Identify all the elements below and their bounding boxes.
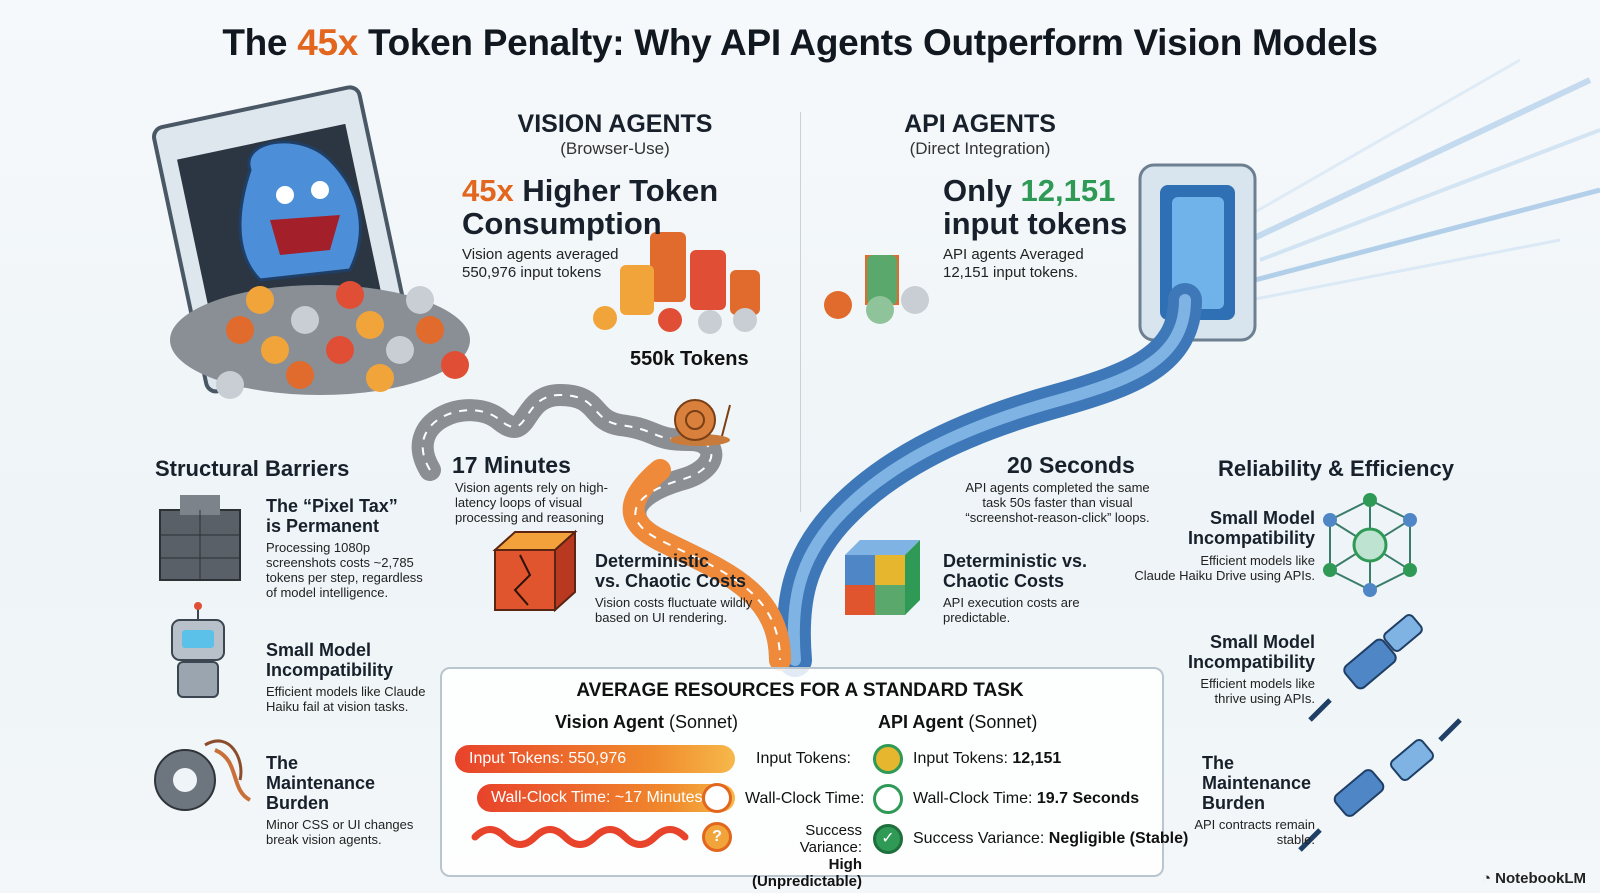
brick-cube-icon xyxy=(159,495,241,581)
vision-col-header: Vision Agent (Sonnet) xyxy=(555,712,739,732)
barriers-heading: Structural Barriers xyxy=(155,456,350,481)
api-wall-clock: Wall-Clock Time: 19.7 Seconds xyxy=(913,790,1140,807)
gear-broken-icon xyxy=(154,739,252,811)
cracked-cube-icon xyxy=(492,529,578,613)
network-nodes xyxy=(1323,493,1417,597)
api-col-header: API Agent (Sonnet) xyxy=(878,712,1038,732)
snail-icon xyxy=(670,399,731,446)
api-heading: API AGENTS xyxy=(904,110,1056,138)
question-icon: ? xyxy=(702,822,732,852)
robot-icon xyxy=(171,602,225,698)
logo-icon: ◔ xyxy=(1481,870,1496,887)
coin-pile-icon xyxy=(170,281,470,399)
api-subheading: (Direct Integration) xyxy=(909,139,1051,158)
vision-time-heading: 17 Minutes xyxy=(452,452,571,478)
api-coin-stacks-icon xyxy=(824,255,929,324)
vision-time-desc: Vision agents rely on high-latency loops… xyxy=(455,480,608,525)
plug-connect-icon xyxy=(1308,614,1423,722)
api-time-heading: 20 Seconds xyxy=(1007,452,1135,478)
vision-subheading: (Browser-Use) xyxy=(560,139,670,158)
clock-icon-api xyxy=(873,784,903,814)
variance-wave xyxy=(471,826,689,848)
plug-disconnect-icon xyxy=(1298,718,1462,852)
coin-stacks-icon xyxy=(593,232,760,334)
row-label-input-tokens: Input Tokens: xyxy=(756,750,851,767)
api-variance: Success Variance: Negligible (Stable) xyxy=(913,830,1189,847)
barrier-pixel-tax-title: The “Pixel Tax”is Permanent xyxy=(266,496,398,536)
api-input-tokens: Input Tokens: 12,151 xyxy=(913,750,1062,767)
row-label-variance: Success Variance:High (Unpredictable) xyxy=(751,822,862,890)
speed-lines xyxy=(1248,58,1600,302)
resources-heading: AVERAGE RESOURCES FOR A STANDARD TASK xyxy=(576,680,1024,701)
coins-icon xyxy=(873,744,903,774)
vision-heading: VISION AGENTS xyxy=(517,110,713,138)
clock-icon-vision xyxy=(702,783,732,813)
notebooklm-logo: ◔ NotebookLM xyxy=(1481,870,1586,887)
vision-input-tokens-bar: Input Tokens: 550,976 xyxy=(455,745,735,773)
reliability-heading: Reliability & Efficiency xyxy=(1218,456,1454,481)
puzzle-cube-icon xyxy=(845,540,920,615)
row-label-wall-clock: Wall-Clock Time: xyxy=(745,790,865,807)
column-divider xyxy=(800,112,801,512)
tokens-label: 550k Tokens xyxy=(630,348,749,370)
check-icon: ✓ xyxy=(873,824,903,854)
vision-wall-clock-bar: Wall-Clock Time: ~17 Minutes xyxy=(477,784,735,812)
api-costs-heading: Deterministic vs.Chaotic Costs xyxy=(943,551,1088,591)
page-title: The 45x Token Penalty: Why API Agents Ou… xyxy=(222,22,1378,63)
